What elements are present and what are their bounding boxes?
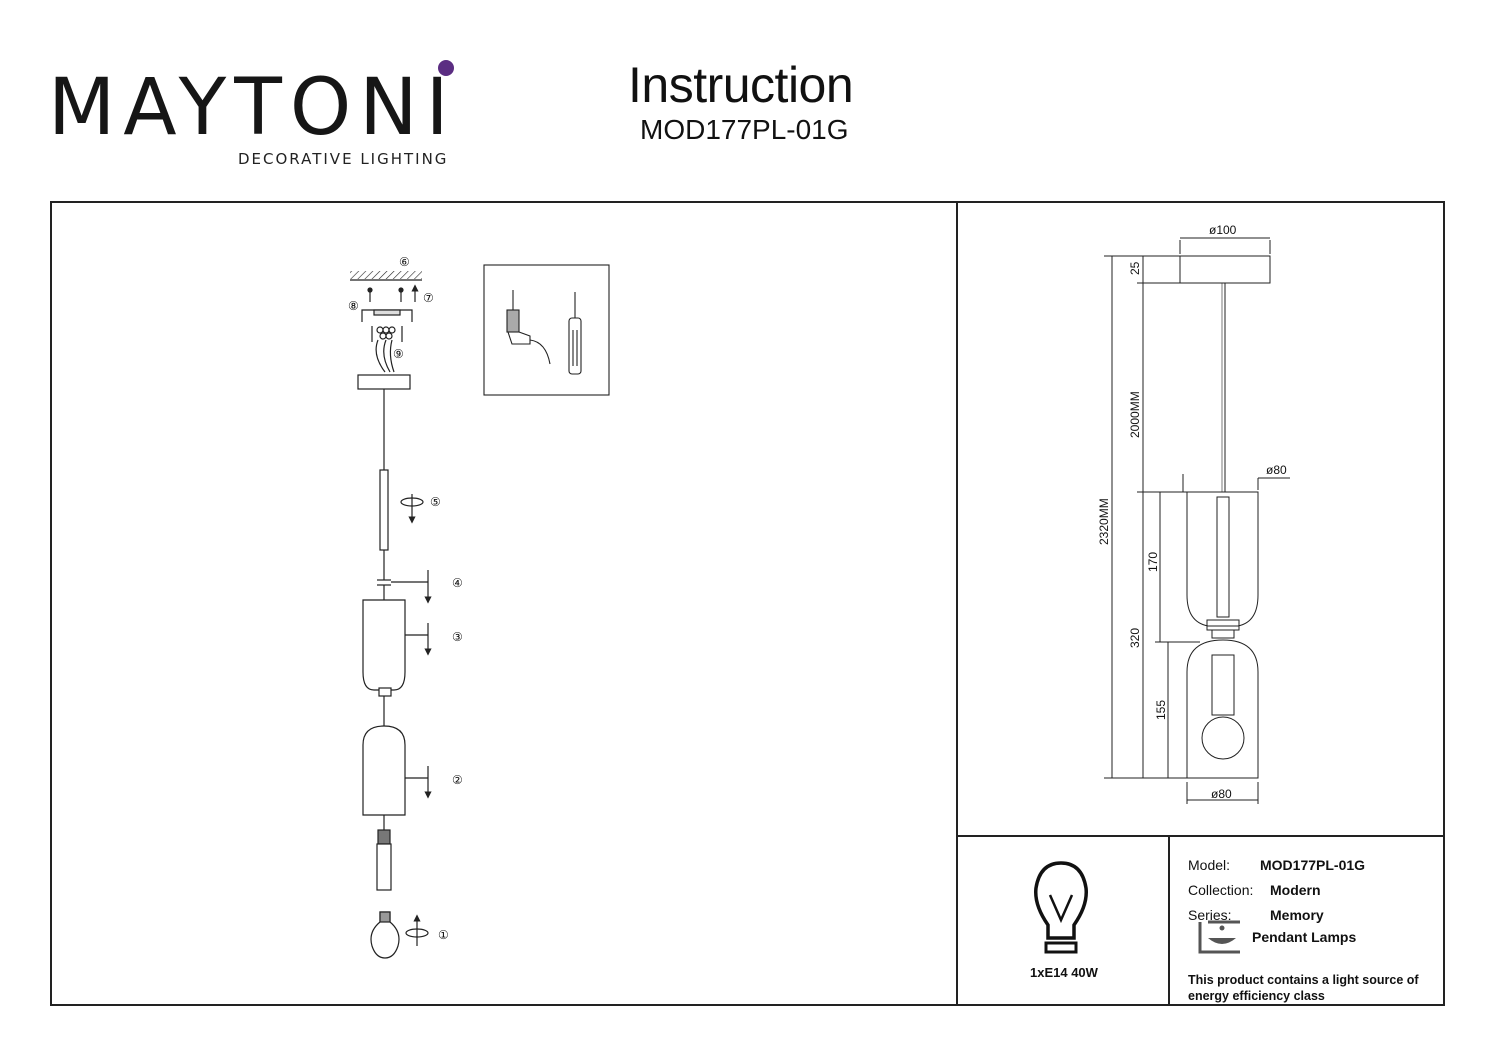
dim-lower-height: 155 (1154, 700, 1168, 720)
step-3: ③ (452, 630, 463, 644)
socket (377, 829, 391, 845)
frame-divider-horizontal (956, 835, 1445, 837)
rod (379, 469, 389, 551)
upper-shade (362, 599, 406, 691)
frame-divider-vertical (956, 201, 958, 1006)
dim-canopy-diameter: ø100 (1209, 223, 1237, 237)
terminal-block (371, 326, 403, 373)
dim-canopy (1179, 255, 1271, 284)
light-bulb-icon (1034, 861, 1088, 954)
series-value: Memory (1270, 907, 1324, 923)
bulb-icon (370, 911, 400, 959)
screwdriver-icon (568, 317, 582, 375)
step-6: ⑥ (399, 255, 410, 269)
ceiling-hatch (350, 271, 422, 279)
model-label: Model: (1188, 857, 1231, 873)
dim-upper-height: 170 (1146, 552, 1160, 572)
assembly-diagram (350, 271, 432, 959)
category-value: Pendant Lamps (1252, 929, 1357, 945)
step-7: ⑦ (423, 291, 434, 305)
step-2: ② (452, 773, 463, 787)
screw-icon (367, 287, 404, 302)
lower-shade (362, 725, 406, 816)
logo-dot-icon (438, 60, 454, 76)
frame-divider-spec (1168, 835, 1170, 1006)
step-8: ⑧ (348, 299, 359, 313)
step-numbers: ⑥ ⑦ ⑧ ⑨ ⑤ ④ ③ ② ① (348, 255, 463, 942)
lamp-spec: 1xE14 40W (1030, 965, 1098, 980)
dim-cable-length: 2000MM (1128, 391, 1142, 438)
dim-upper-shade (1186, 491, 1259, 627)
collection-value: Modern (1270, 882, 1321, 898)
collection-label: Collection: (1188, 882, 1254, 898)
canopy (357, 374, 411, 390)
dim-shade-total: 320 (1128, 628, 1142, 648)
step-9: ⑨ (393, 347, 404, 361)
instruction-frame (50, 201, 1445, 1006)
model-value: MOD177PL-01G (1260, 857, 1366, 873)
energy-note: This product contains a light source of … (1188, 973, 1419, 1003)
dim-lower-diameter: ø80 (1211, 787, 1232, 801)
dim-lower-shade (1186, 639, 1259, 779)
pendant-lamp-icon (1198, 920, 1240, 954)
dim-bulb (1201, 716, 1245, 760)
brand-tagline: DECORATIVE LIGHTING (238, 150, 449, 168)
model-code-title: MOD177PL-01G (640, 114, 849, 145)
brand-name: MAYTONI (48, 63, 457, 153)
wire-connector-inset (483, 264, 610, 396)
step-1: ① (438, 928, 449, 942)
document-title: Instruction (628, 57, 854, 113)
step-5: ⑤ (430, 495, 441, 509)
dimension-drawing (1104, 237, 1290, 804)
dimension-labels: ø100 25 2000MM 2320MM ø80 170 320 155 ø8… (1097, 223, 1287, 801)
brand-logo: MAYTONI (48, 58, 468, 178)
step-4: ④ (452, 576, 463, 590)
dim-upper-diameter: ø80 (1266, 463, 1287, 477)
dim-canopy-height: 25 (1128, 261, 1142, 275)
dim-total-length: 2320MM (1097, 498, 1111, 545)
series-label: Series: (1188, 907, 1232, 923)
